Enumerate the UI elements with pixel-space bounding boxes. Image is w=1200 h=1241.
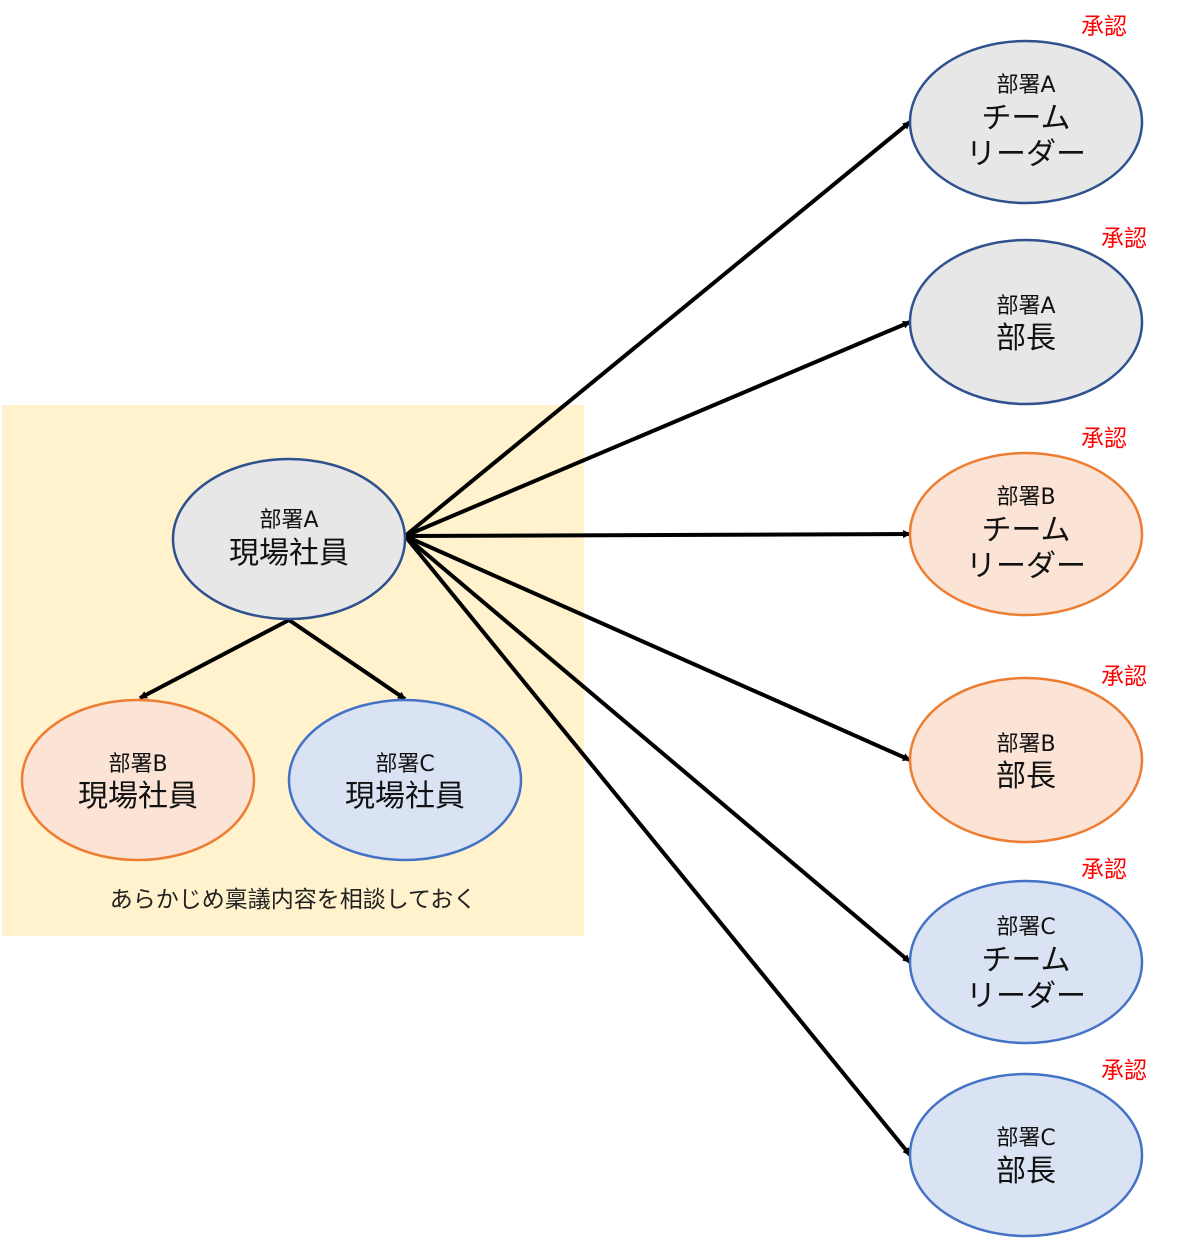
approval-label-4: 承認	[1101, 664, 1147, 690]
approver-node-3-dept: 部署B	[996, 485, 1055, 510]
consult-node-b: 部署B 現場社員	[20, 698, 256, 862]
arrow-to-approver-6	[403, 534, 912, 1157]
approver-node-3-role-line1: チーム	[981, 513, 1070, 548]
approver-node-3: 承認 部署B チーム リーダー	[908, 426, 1144, 617]
approver-node-5: 承認 部署C チーム リーダー	[908, 857, 1144, 1045]
approver-node-2-dept: 部署A	[996, 294, 1055, 319]
arrow-to-approver-5	[403, 534, 912, 964]
approver-node-4-role-line1: 部長	[996, 759, 1056, 794]
approver-node-2-shape	[908, 238, 1144, 406]
approver-node-5-role-line1: チーム	[981, 943, 1070, 978]
approver-node-1-role-line2: リーダー	[966, 137, 1086, 172]
consult-node-b-role: 現場社員	[78, 779, 198, 814]
approver-node-3-role-line2: リーダー	[966, 549, 1086, 584]
arrow-to-consult-c	[287, 618, 407, 701]
source-node-shape	[171, 457, 407, 621]
approver-node-3-shape	[908, 451, 1144, 617]
approval-label-2: 承認	[1101, 226, 1147, 252]
approver-node-2: 承認 部署A 部長	[908, 226, 1147, 406]
arrow-to-approver-4	[404, 534, 911, 762]
consult-node-c-shape	[287, 698, 523, 862]
approver-node-4: 承認 部署B 部長	[908, 664, 1147, 844]
approval-label-3: 承認	[1081, 426, 1127, 452]
approval-label-5: 承認	[1081, 857, 1127, 883]
source-node: 部署A 現場社員	[171, 457, 407, 621]
approver-node-1-shape	[908, 39, 1144, 205]
consult-node-b-shape	[20, 698, 256, 862]
approver-node-4-shape	[908, 676, 1144, 844]
approver-node-4-dept: 部署B	[996, 732, 1055, 757]
arrow-to-consult-b	[139, 618, 290, 700]
arrow-to-approver-1	[403, 120, 912, 538]
approval-label-1: 承認	[1081, 14, 1127, 40]
approver-node-6: 承認 部署C 部長	[908, 1058, 1147, 1238]
approver-node-1-dept: 部署A	[996, 73, 1055, 98]
consult-note: あらかじめ稟議内容を相談しておく	[109, 887, 477, 913]
consult-node-c-role: 現場社員	[345, 779, 465, 814]
approver-node-2-role-line1: 部長	[996, 321, 1056, 356]
arrow-to-approver-2	[404, 320, 911, 538]
consult-node-c-dept: 部署C	[375, 752, 434, 777]
source-node-dept: 部署A	[259, 508, 318, 533]
approver-node-5-dept: 部署C	[996, 915, 1055, 940]
approver-node-5-role-line2: リーダー	[966, 979, 1086, 1014]
approver-node-1-role-line1: チーム	[981, 101, 1070, 136]
approval-label-6: 承認	[1101, 1058, 1147, 1084]
approver-node-6-role-line1: 部長	[996, 1154, 1056, 1189]
source-node-role: 現場社員	[229, 536, 349, 571]
approver-node-6-shape	[908, 1072, 1144, 1238]
consult-node-b-dept: 部署B	[108, 752, 167, 777]
approver-node-1: 承認 部署A チーム リーダー	[908, 14, 1144, 205]
approver-node-5-shape	[908, 879, 1144, 1045]
consult-node-c: 部署C 現場社員	[287, 698, 523, 862]
arrow-to-approver-3	[404, 530, 911, 539]
arrows	[139, 120, 912, 1157]
approver-node-6-dept: 部署C	[996, 1126, 1055, 1151]
